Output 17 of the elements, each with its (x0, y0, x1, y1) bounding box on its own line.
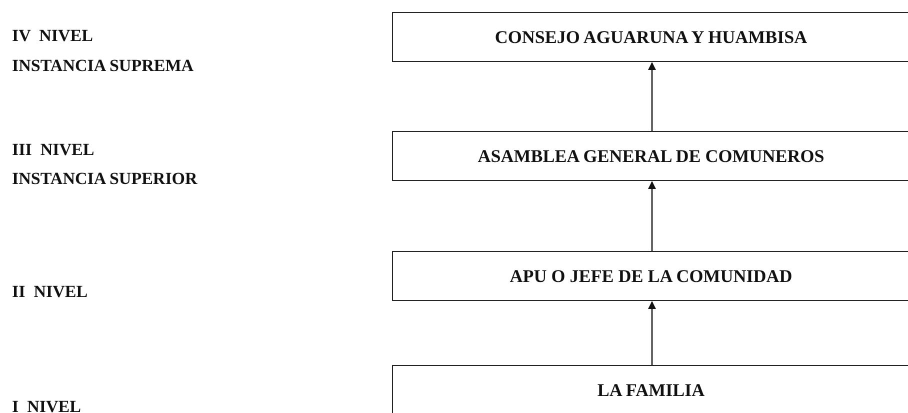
level-box (392, 131, 908, 181)
level-title: APU O JEFE DE LA COMUNIDAD (510, 266, 792, 286)
arrow (648, 301, 656, 365)
level-label: IV NIVEL (12, 27, 93, 44)
level-box (392, 365, 908, 413)
level-box (392, 12, 908, 62)
level-title: CONSEJO AGUARUNA Y HUAMBISA (494, 26, 808, 48)
level-label: III NIVEL (12, 141, 94, 158)
level-title: ASAMBLEA GENERAL DE COMUNEROS (478, 146, 824, 166)
arrow (648, 181, 656, 251)
level-box (392, 251, 908, 301)
level-label: INSTANCIA SUPREMA (12, 57, 194, 74)
level-label: INSTANCIA SUPERIOR (12, 170, 198, 187)
level-label: I NIVEL (12, 398, 81, 413)
arrow (648, 62, 656, 131)
level-title: LA FAMILIA (597, 380, 705, 401)
level-label: II NIVEL (12, 283, 88, 300)
